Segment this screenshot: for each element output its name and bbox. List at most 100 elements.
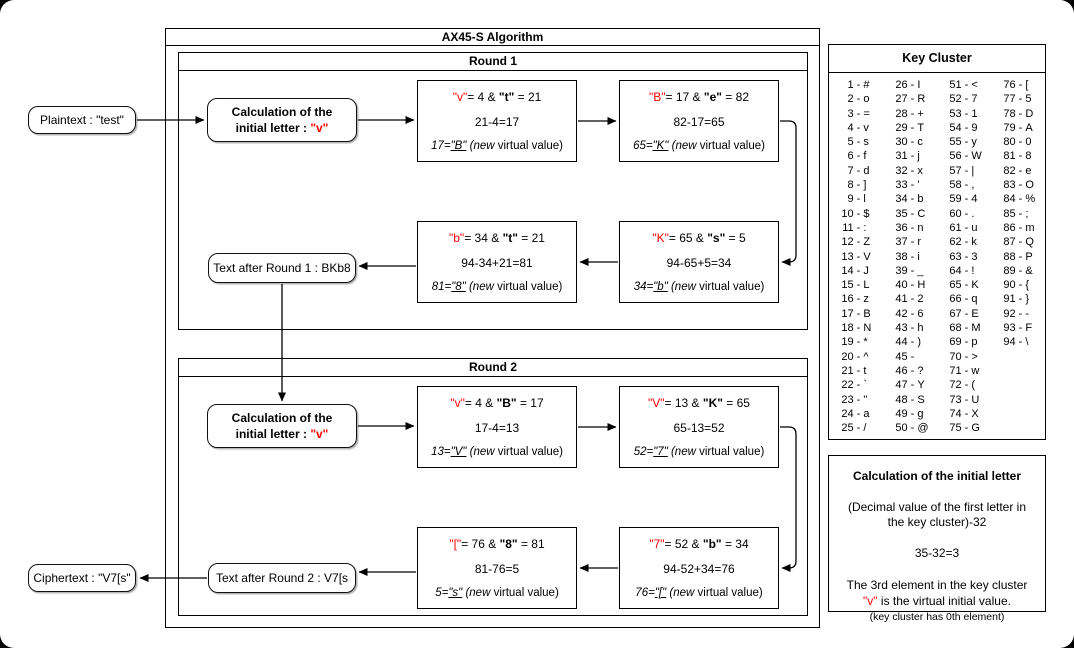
round1-result-label: Text after Round 1 : BKb8: [213, 261, 351, 275]
round1-initial-letter-node: Calculation of the initial letter : "v": [207, 98, 357, 142]
key-cluster-entry: 1 - #: [847, 79, 870, 91]
key-cluster-entry: 70 - >: [949, 350, 978, 363]
step-mid: = 34 &: [464, 231, 503, 245]
key-cluster-entry: 5 - s: [847, 136, 869, 149]
key-cluster-entry: 43 - h: [895, 322, 924, 335]
step-red-letter: "7": [649, 537, 665, 551]
step-mid: = 65 &: [668, 231, 708, 245]
key-cluster-entry: 4 - v: [847, 121, 869, 134]
calc-value: "v": [310, 427, 329, 441]
round1-result-node: Text after Round 1 : BKb8: [208, 253, 356, 283]
res-pre: 76=: [635, 587, 655, 599]
res-value: "8": [451, 281, 466, 293]
key-cluster-entry: 6 - f: [847, 150, 867, 163]
round1-step2-box: "B"= 17 & "e" = 82 82-17=65 65="K" (new …: [619, 80, 779, 162]
res-suffix: virtual value): [696, 140, 765, 152]
explanation-line1: (Decimal value of the first letter in th…: [847, 499, 1027, 530]
key-cluster-entry: 89 - &: [1003, 264, 1033, 277]
step-red-letter: "V": [648, 396, 665, 410]
round1-title: Round 1: [179, 53, 807, 71]
key-cluster-entry: 81 - 8: [1003, 150, 1032, 163]
key-cluster-entry: 28 - +: [895, 107, 924, 120]
key-cluster-entry: 67 - E: [949, 307, 979, 320]
key-cluster-entry: 92 - -: [1003, 307, 1030, 320]
step-bold-letter: "e": [703, 90, 722, 104]
key-cluster-entry: 85 - ;: [1003, 207, 1029, 220]
step-mid: = 13 &: [664, 396, 703, 410]
ciphertext-node: Ciphertext : "V7[s": [28, 564, 136, 592]
key-cluster-entry: 49 - g: [895, 407, 924, 420]
step-tail: = 34: [721, 537, 749, 551]
key-cluster-entry: 77 - 5: [1003, 93, 1032, 106]
calc-prefix: Calculation of the initial letter :: [231, 104, 333, 135]
step-red-letter: "B": [649, 90, 666, 104]
explanation-title: Calculation of the initial letter: [852, 469, 1022, 483]
key-cluster-entry: 64 - !: [949, 264, 975, 277]
res-suffix: virtual value): [694, 587, 763, 599]
key-cluster-entry: 72 - (: [949, 379, 976, 392]
key-cluster-entry: 48 - S: [895, 393, 925, 406]
res-pre: 65=: [633, 140, 653, 152]
key-cluster-entry: 83 - O: [1003, 179, 1034, 192]
round1-container: Round 1: [178, 52, 808, 330]
key-cluster-title: Key Cluster: [829, 45, 1045, 73]
key-cluster-entry: 88 - P: [1003, 250, 1033, 263]
key-cluster-entry: 40 - H: [895, 279, 926, 292]
key-cluster-entry: 74 - X: [949, 407, 979, 420]
ciphertext-label: Ciphertext : "V7[s": [33, 571, 131, 585]
res-suffix: virtual value): [494, 446, 563, 458]
key-cluster-entry: 3 - =: [847, 107, 870, 120]
step-bold-letter: "B": [496, 396, 517, 410]
step-tail: = 82: [721, 90, 749, 104]
key-cluster-entry: 22 - `: [841, 379, 868, 392]
step-bold-letter: "K": [702, 396, 723, 410]
key-cluster-entry: 45 -: [895, 350, 918, 363]
key-cluster-entry: 91 - }: [1003, 293, 1030, 306]
plaintext-label: Plaintext : "test": [40, 113, 124, 127]
algorithm-container: AX45-S Algorithm: [165, 28, 820, 628]
key-cluster-entry: 32 - x: [895, 164, 923, 177]
round2-initial-letter-text: Calculation of the initial letter : "v": [216, 410, 348, 442]
res-value: "7": [653, 446, 668, 458]
res-value: "s": [448, 587, 463, 599]
step-result: 17="B" (new virtual value): [431, 140, 563, 152]
key-cluster-entry: 93 - F: [1003, 322, 1033, 335]
key-cluster-entry: 12 - Z: [841, 236, 871, 249]
key-cluster-entry: 7 - d: [847, 164, 870, 177]
key-cluster-entry: 27 - R: [895, 93, 926, 106]
res-new: (new: [462, 587, 491, 599]
round1-step1-box: "v"= 4 & "t" = 21 21-4=17 17="B" (new vi…: [417, 80, 577, 162]
key-cluster-entry: 50 - @: [895, 422, 929, 435]
key-cluster-entry: 84 - %: [1003, 193, 1036, 206]
key-cluster-entry: 75 - G: [949, 422, 980, 435]
step-inputs: "K"= 65 & "s" = 5: [652, 231, 745, 245]
res-new: (new: [466, 446, 495, 458]
plaintext-node: Plaintext : "test": [28, 106, 136, 134]
res-value: "V": [450, 446, 467, 458]
res-suffix: virtual value): [493, 281, 563, 293]
res-value: "b": [653, 281, 668, 293]
round2-step4-box: "["= 76 & "8" = 81 81-76=5 5="s" (new vi…: [417, 527, 577, 609]
step-bold-letter: "t": [502, 231, 518, 245]
key-cluster-entry: 69 - p: [949, 336, 978, 349]
key-cluster-entry: 11 - :: [842, 221, 867, 234]
step-tail: = 5: [725, 231, 746, 245]
key-cluster-entry: 24 - a: [841, 407, 870, 420]
step-inputs: "b"= 34 & "t" = 21: [449, 231, 545, 245]
key-cluster-entry: 60 - .: [949, 207, 975, 220]
key-cluster-entry: 9 - l: [847, 193, 866, 206]
line3-post: is the virtual initial value.: [877, 593, 1011, 608]
step-tail: = 81: [517, 537, 545, 551]
res-pre: 52=: [633, 446, 654, 458]
step-tail: = 21: [517, 231, 545, 245]
line3-red-letter: "v": [863, 593, 878, 608]
key-cluster-entry: 26 - I: [895, 79, 921, 91]
step-result: 52="7" (new virtual value): [634, 446, 765, 458]
key-cluster-entry: 37 - r: [895, 236, 922, 249]
round1-step4-box: "b"= 34 & "t" = 21 94-34+21=81 81="8" (n…: [417, 221, 577, 303]
res-new: (new: [465, 281, 494, 293]
